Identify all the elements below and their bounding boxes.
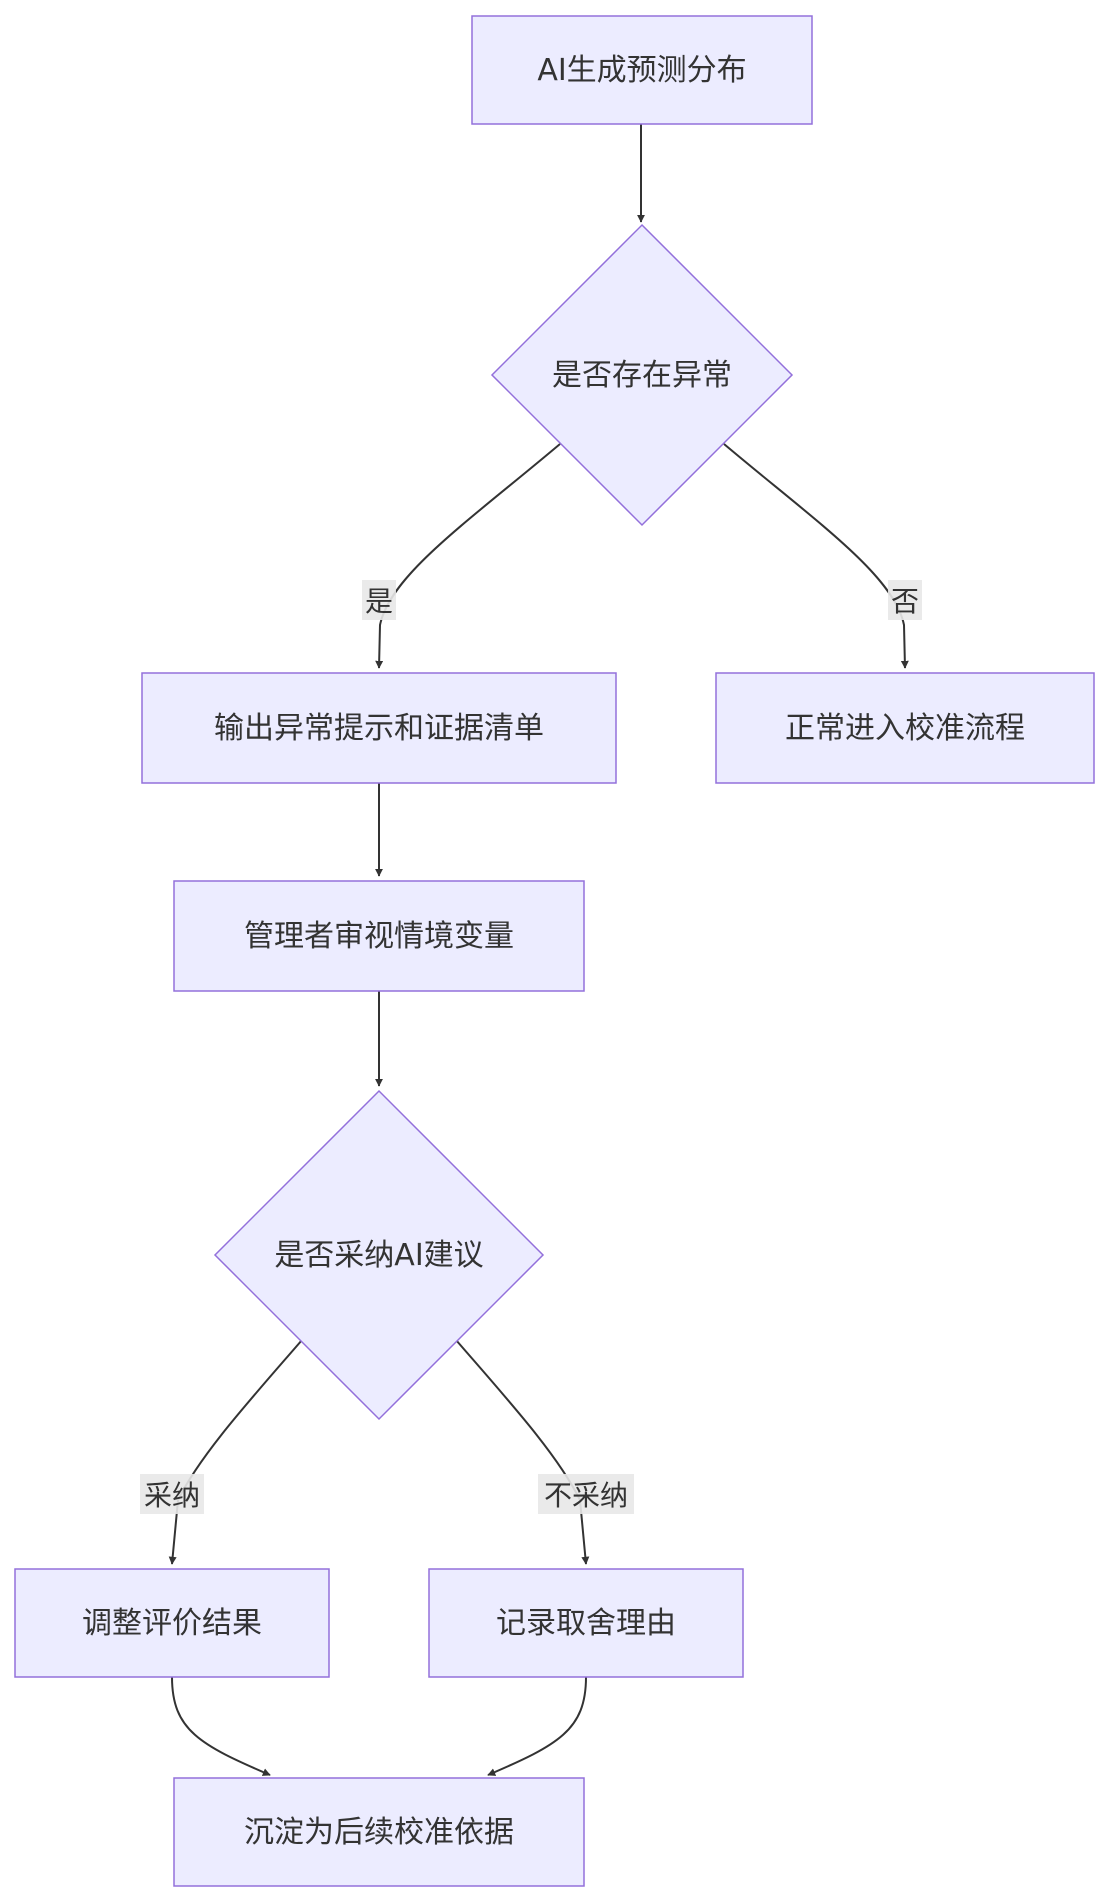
edge-anomaly-to-output-alert: [375, 443, 561, 669]
edge-anomaly-to-normal-flow: [723, 443, 909, 669]
edge-label-not-adopt: 不采纳: [538, 1474, 634, 1514]
edge-label-yes: 是: [362, 580, 396, 620]
nodes: AI生成预测分布 是否存在异常 输出异常提示和证据清单 正常进入校准流程 管理者…: [14, 15, 1095, 1887]
node-normal-flow: 正常进入校准流程: [715, 672, 1095, 784]
edge-record-to-final: [487, 1676, 587, 1776]
node-adopt-decision-label: 是否采纳AI建议: [274, 1238, 483, 1273]
edge-adopt-to-record: [455, 1339, 590, 1565]
node-start-label: AI生成预测分布: [537, 53, 746, 88]
node-adjust-result-label: 调整评价结果: [82, 1606, 262, 1641]
edge-adjust-to-final: [171, 1676, 271, 1776]
edge-label-no: 否: [888, 580, 922, 620]
node-adjust-result: 调整评价结果: [14, 1568, 330, 1678]
node-record-reason-label: 记录取舍理由: [496, 1606, 676, 1641]
edges: [168, 124, 909, 1776]
node-normal-flow-label: 正常进入校准流程: [785, 711, 1025, 746]
svg-text:是: 是: [365, 585, 393, 618]
node-adopt-decision: 是否采纳AI建议: [213, 1089, 545, 1421]
svg-text:采纳: 采纳: [144, 1479, 200, 1512]
edge-adopt-to-adjust: [168, 1339, 303, 1565]
node-final-basis: 沉淀为后续校准依据: [173, 1777, 585, 1887]
svg-text:否: 否: [891, 585, 919, 618]
node-anomaly-decision: 是否存在异常: [490, 223, 794, 527]
node-record-reason: 记录取舍理由: [428, 1568, 744, 1678]
edge-labels: 是 否 采纳 不采纳: [140, 580, 922, 1514]
edge-label-adopt: 采纳: [140, 1474, 204, 1514]
node-output-alert: 输出异常提示和证据清单: [141, 672, 617, 784]
svg-text:不采纳: 不采纳: [544, 1479, 628, 1512]
node-start: AI生成预测分布: [471, 15, 813, 125]
node-output-alert-label: 输出异常提示和证据清单: [214, 711, 544, 746]
node-manager-review: 管理者审视情境变量: [173, 880, 585, 992]
node-final-basis-label: 沉淀为后续校准依据: [244, 1815, 514, 1850]
node-anomaly-decision-label: 是否存在异常: [552, 358, 732, 393]
node-manager-review-label: 管理者审视情境变量: [244, 919, 514, 954]
